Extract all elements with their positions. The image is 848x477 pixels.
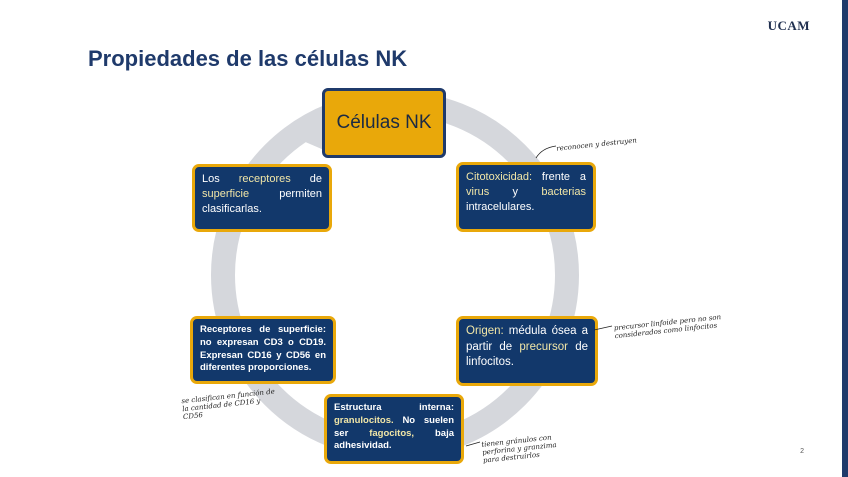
page-number: 2: [800, 448, 804, 455]
annotation-arrow-top: [535, 145, 557, 159]
center-node: Células NK: [322, 88, 446, 158]
node-origen: Origen: médula ósea a partir de precurso…: [456, 316, 598, 386]
node-estructura: Estructura interna: granulocitos. No sue…: [324, 394, 464, 464]
node-receptores-superficie: Receptores de superficie: no expresan CD…: [190, 316, 336, 384]
page-title: Propiedades de las células NK: [88, 46, 408, 71]
ucam-logo: UCAM: [767, 18, 810, 33]
origen-label: Origen:: [466, 325, 504, 337]
annotation-arrow-mid: [593, 325, 613, 331]
node-receptores: Los receptores de superficie permiten cl…: [192, 164, 332, 232]
right-accent-bar: [842, 0, 848, 477]
annotation-arrow-bottom: [465, 441, 481, 447]
node-citotoxicidad: Citotoxicidad: frente a virus y bacteria…: [456, 162, 596, 232]
cycle-arrowhead: [296, 110, 326, 150]
citotoxicidad-label: Citotoxicidad:: [466, 171, 533, 183]
